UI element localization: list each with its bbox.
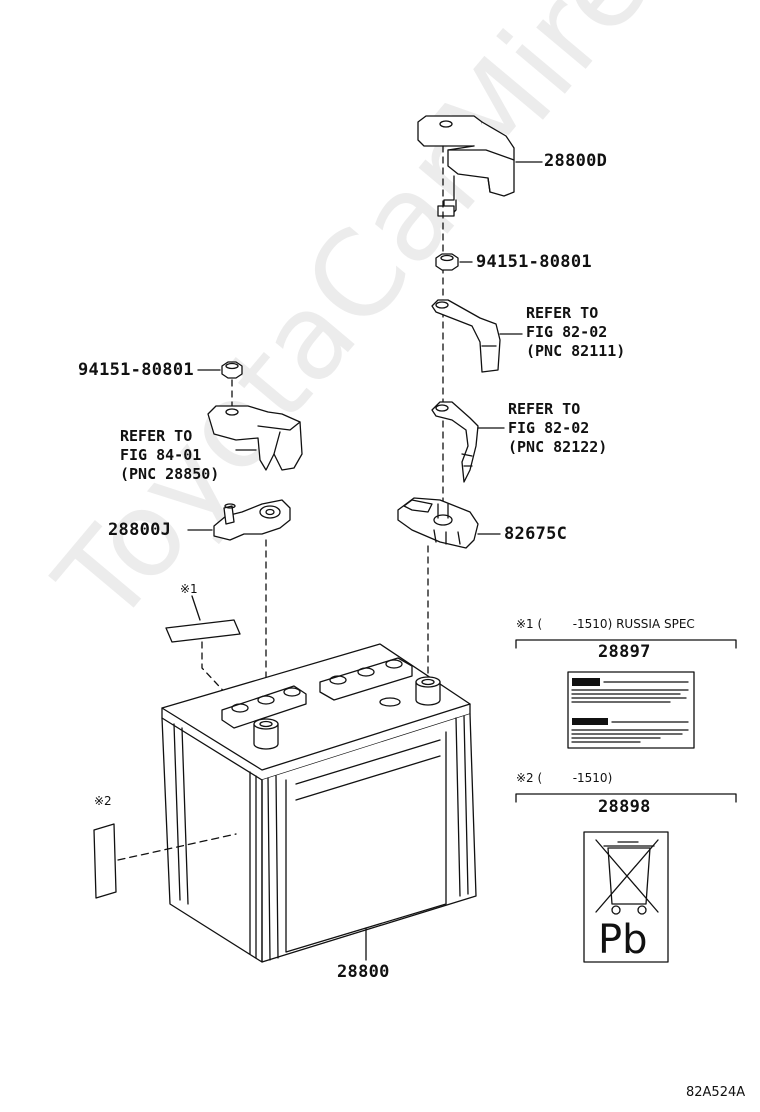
label-28800D: 28800D — [544, 151, 608, 171]
leader-marker-1 — [191, 595, 201, 621]
note1-bracket — [515, 639, 737, 649]
label-28800J: 28800J — [108, 520, 172, 540]
label-ref-28850: REFER TO FIG 84-01 (PNC 28850) — [120, 427, 220, 483]
dashed-sticker-2 — [117, 833, 237, 861]
recycle-label-28898 — [583, 831, 669, 963]
marker-1: ※1 — [180, 582, 198, 596]
cable-82122-part — [431, 401, 479, 483]
terminal-clamp-right-part — [397, 497, 479, 549]
label-94151-left: 94151-80801 — [78, 360, 194, 380]
note2-bracket — [515, 793, 737, 803]
dashed-sticker-1 — [201, 641, 233, 701]
figure-code: 82A524A — [686, 1085, 746, 1100]
note1-header: ※1 ( -1510) RUSSIA SPEC — [516, 617, 695, 631]
note2-header: ※2 ( -1510) — [516, 771, 613, 785]
battery-body-part — [161, 643, 477, 963]
label-sticker-1 — [165, 619, 241, 643]
label-ref-82111: REFER TO FIG 82-02 (PNC 82111) — [526, 304, 626, 360]
nut-left-part — [221, 361, 243, 379]
warning-label-28897 — [567, 671, 695, 749]
note2-part-number: 28898 — [598, 797, 651, 817]
label-94151-upper: 94151-80801 — [476, 252, 592, 272]
terminal-clamp-left-part — [213, 499, 291, 541]
nut-upper-part — [435, 253, 459, 271]
pb-symbol: Pb — [598, 917, 648, 963]
label-ref-82122: REFER TO FIG 82-02 (PNC 82122) — [508, 400, 608, 456]
terminal-cover-part — [417, 115, 515, 217]
marker-2: ※2 — [94, 794, 112, 808]
note1-part-number: 28897 — [598, 642, 651, 662]
label-28800: 28800 — [337, 962, 390, 982]
label-82675C: 82675C — [504, 524, 568, 544]
label-sticker-2 — [93, 823, 117, 899]
cable-28850-part — [207, 405, 303, 471]
bracket-82111-part — [431, 299, 501, 373]
